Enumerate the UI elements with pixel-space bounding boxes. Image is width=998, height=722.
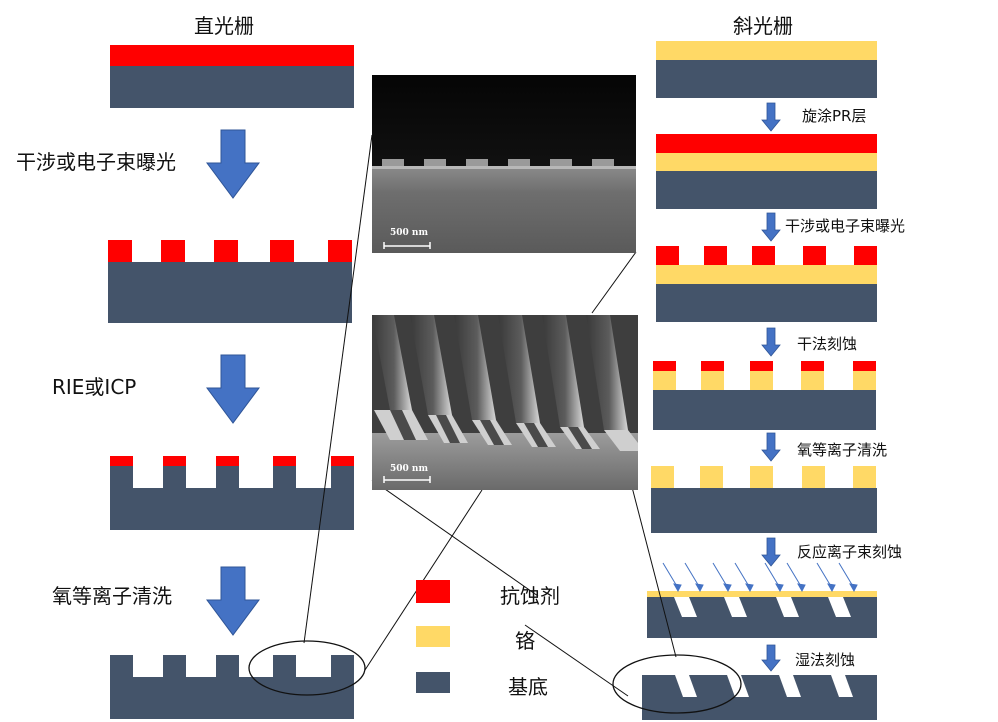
right-zoom-ellipse	[612, 654, 742, 714]
right-stack-2	[656, 134, 877, 209]
right-stack-5	[651, 466, 877, 533]
sem-image-straight: 500 nm	[372, 75, 636, 253]
left-stack-3	[110, 456, 354, 530]
right-step-label-4: 氧等离子清洗	[797, 441, 888, 459]
right-stack-4	[653, 361, 876, 430]
right-step-label-1: 旋涂PR层	[802, 107, 867, 125]
legend-swatch-substrate	[416, 672, 450, 693]
sem-scale-label-1: 500 nm	[390, 228, 428, 238]
right-step-label-3: 干法刻蚀	[797, 335, 858, 353]
left-zoom-ellipse	[248, 640, 366, 696]
legend-label-substrate: 基底	[508, 675, 548, 699]
right-step-label-6: 湿法刻蚀	[795, 651, 856, 669]
right-stack-6	[647, 562, 877, 638]
right-title: 斜光栅	[733, 14, 793, 38]
right-arrow-3	[761, 327, 781, 357]
left-arrow-2	[206, 354, 260, 424]
legend-swatch-chrome	[416, 626, 450, 647]
right-arrow-4	[761, 432, 781, 462]
right-arrow-5	[761, 537, 781, 567]
legend-label-resist: 抗蚀剂	[500, 584, 560, 608]
right-stack-3	[656, 246, 877, 322]
left-stack-4	[110, 655, 354, 719]
right-stack-7	[642, 675, 877, 720]
left-title: 直光栅	[194, 14, 254, 38]
right-step-label-2: 干涉或电子束曝光	[785, 217, 906, 235]
left-step-label-2: RIE或ICP	[52, 375, 137, 399]
sem-scale-label-2: 500 nm	[390, 464, 428, 474]
right-arrow-2	[761, 212, 781, 242]
left-step-label-1: 干涉或电子束曝光	[16, 150, 176, 174]
legend-label-chrome: 铬	[515, 629, 535, 653]
right-step-label-5: 反应离子束刻蚀	[797, 543, 903, 561]
legend-swatch-resist	[416, 580, 450, 603]
right-arrow-6	[761, 644, 781, 672]
right-stack-1	[656, 41, 877, 98]
sem-image-slanted: 500 nm	[372, 315, 638, 490]
left-stack-1	[110, 45, 354, 108]
connector-lines	[303, 134, 677, 697]
left-arrow-1	[206, 129, 260, 199]
left-stack-2	[108, 240, 352, 323]
right-arrow-1	[761, 102, 781, 132]
left-arrow-3	[206, 566, 260, 636]
left-step-label-3: 氧等离子清洗	[52, 584, 172, 608]
